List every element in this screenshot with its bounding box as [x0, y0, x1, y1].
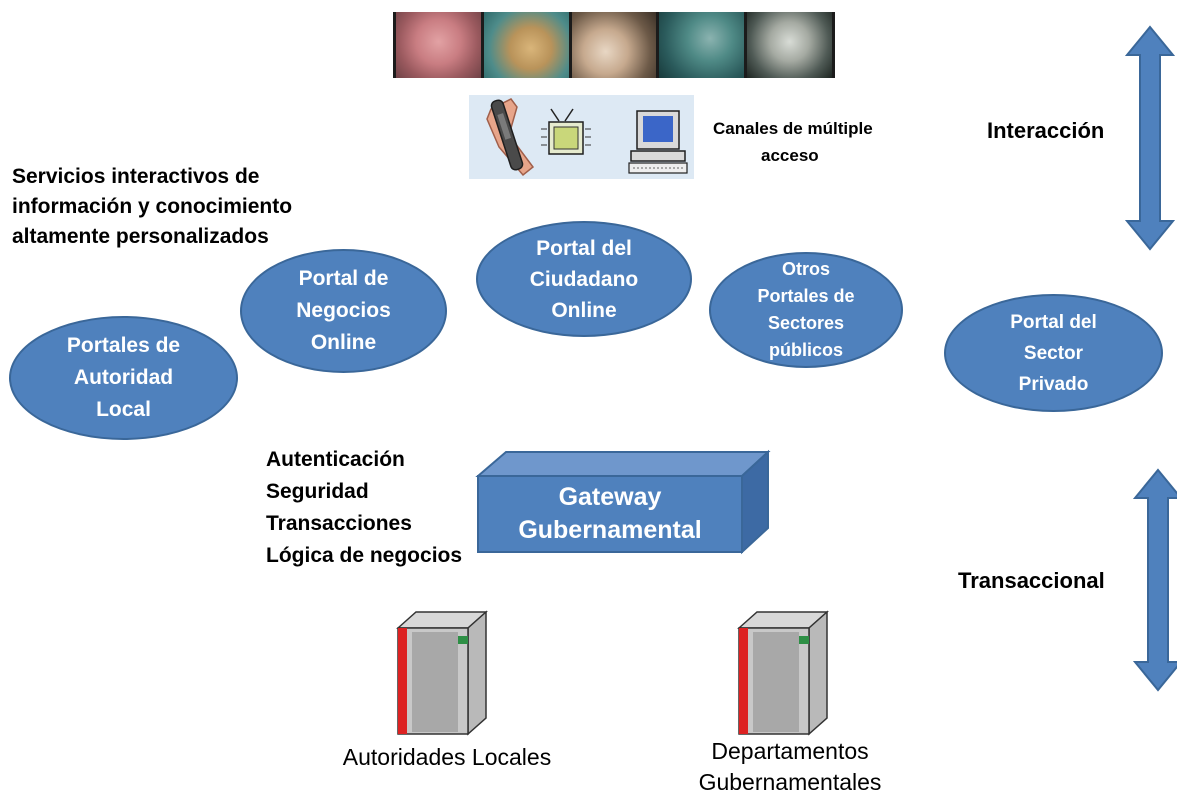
portal-label: Portal de Negocios Online [296, 267, 391, 354]
channels-caption-line1: Canales de múltiple [713, 119, 873, 138]
group-photo [659, 12, 745, 78]
gateway-function: Seguridad [266, 480, 369, 503]
couple-photo [571, 12, 657, 78]
gateway-title: Gateway Gubernamental [518, 483, 702, 544]
portal-local-authority: Portales de Autoridad Local [9, 316, 238, 440]
portal-label: Portal del Sector Privado [1010, 311, 1097, 395]
local-authorities-label: Autoridades Locales [342, 744, 552, 770]
elder-man-photo [747, 12, 832, 78]
gateway-function: Lógica de negocios [266, 544, 463, 567]
portal-label: Portales de Autoridad Local [66, 334, 181, 421]
gateway-function: Autenticación [266, 448, 405, 471]
gateway-box [475, 449, 771, 555]
portal-business: Portal de Negocios Online [240, 249, 447, 373]
government-server-icon [737, 610, 829, 736]
television-icon [541, 108, 591, 155]
people-photo-strip [393, 12, 835, 78]
transactional-label: Transaccional [958, 568, 1105, 593]
phone-icon [486, 98, 535, 177]
government-label-line2: Gubernamentales [698, 769, 882, 795]
baby-photo [396, 12, 481, 78]
government-departments-label: Departamentos Gubernamentales [665, 736, 915, 798]
gateway-function: Transacciones [266, 512, 412, 535]
portal-label: Portal del Ciudadano Online [529, 236, 639, 322]
channels-caption-line2: acceso [761, 146, 819, 165]
services-description: Servicios interactivos de información y … [12, 162, 292, 252]
gateway-label: Gateway Gubernamental [478, 476, 742, 552]
services-line2: información y conocimiento [12, 195, 293, 218]
channels-caption: Canales de múltiple acceso [713, 115, 873, 169]
family-photo [483, 12, 569, 78]
local-server-icon [396, 610, 488, 736]
computer-icon [628, 110, 688, 174]
portal-private-sector: Portal del Sector Privado [944, 294, 1163, 412]
government-label-line1: Departamentos [711, 738, 869, 764]
access-channels-panel [469, 95, 694, 179]
portal-other-public-sectors: Otros Portales de Sectores públicos [709, 252, 903, 368]
interaction-label: Interacción [987, 118, 1105, 143]
services-line1: Servicios interactivos de [12, 165, 260, 188]
interaction-double-arrow [1125, 25, 1175, 251]
portal-label: Otros Portales de Sectores públicos [757, 259, 855, 360]
transactional-double-arrow [1133, 468, 1177, 692]
services-line3: altamente personalizados [12, 225, 269, 248]
gateway-functions: Autenticación Seguridad Transacciones Ló… [266, 444, 462, 572]
portal-citizen: Portal del Ciudadano Online [476, 221, 692, 337]
